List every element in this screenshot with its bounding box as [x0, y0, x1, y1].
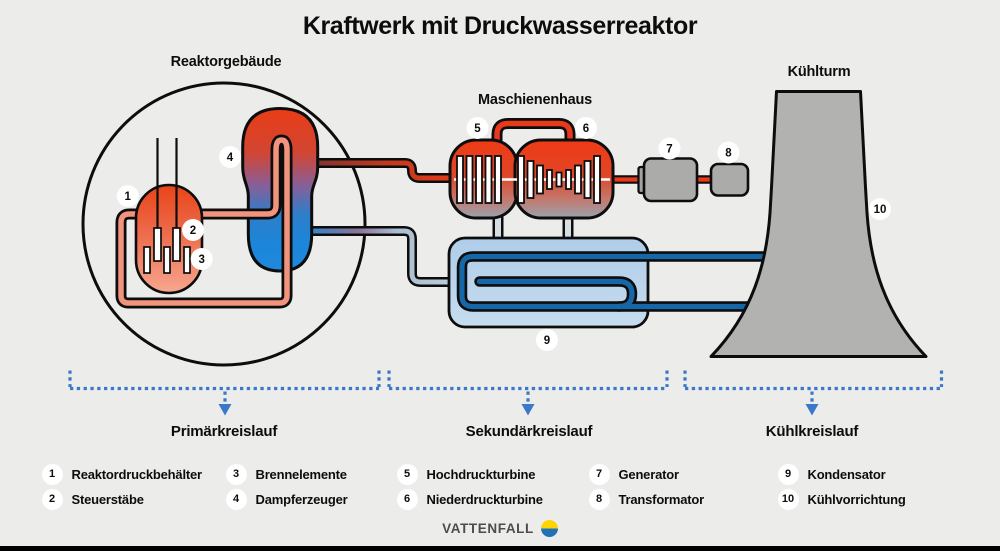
svg-text:8: 8: [725, 148, 732, 160]
legend-badge-10: 10: [777, 488, 799, 510]
legend-item-9: 9 Kondensator: [777, 463, 886, 485]
svg-text:7: 7: [666, 144, 672, 156]
control-rods: [153, 227, 181, 262]
legend-badge-8: 8: [588, 488, 610, 510]
hp-turbine-blades: [456, 155, 502, 204]
transformer: [709, 162, 750, 197]
badge-1: 1: [116, 185, 139, 207]
legend-badge-2: 2: [41, 488, 63, 510]
label-machine-house: Maschienenhaus: [477, 92, 593, 108]
legend-badge-4: 4: [225, 488, 247, 510]
legend-badge-7: 7: [588, 463, 610, 485]
badge-10: 10: [869, 198, 891, 220]
label-cooling-tower: Kühlturm: [787, 64, 851, 80]
label-reactor-building: Reaktorgebäude: [170, 54, 282, 70]
fuel-elements: [143, 246, 191, 274]
legend-item-8: 8 Transformator: [588, 488, 705, 510]
legend-item-4: 4 Dampferzeuger: [225, 488, 348, 510]
svg-text:5: 5: [474, 123, 481, 135]
badge-4: 4: [219, 146, 241, 168]
feedwater-pipe: [307, 226, 452, 287]
reactor-building-outline: [81, 81, 367, 367]
legend-item-10: 10 Kühlvorrichtung: [777, 488, 906, 510]
label-primary-circuit: Primärkreislauf: [170, 423, 278, 440]
badge-5: 5: [466, 117, 489, 139]
legend-badge-5: 5: [396, 463, 418, 485]
svg-text:2: 2: [190, 225, 196, 237]
lp-turbine-blades: [517, 155, 601, 204]
turbine-bypass-pipe: [491, 118, 576, 146]
control-rod-drives: [156, 138, 178, 230]
svg-text:3: 3: [198, 254, 204, 266]
legend-label-6: Niederdruckturbine: [426, 491, 544, 507]
legend-badge-1: 1: [41, 463, 63, 485]
label-cooling-circuit: Kühlkreislauf: [765, 423, 859, 440]
legend-label-9: Kondensator: [807, 466, 886, 482]
legend-label-3: Brennelemente: [255, 466, 348, 482]
generator: [642, 157, 699, 203]
legend-item-3: 3 Brennelemente: [225, 463, 348, 485]
legend-label-5: Hochdruckturbine: [426, 466, 536, 482]
legend-item-5: 5 Hochdruckturbine: [396, 463, 536, 485]
label-secondary-circuit: Sekundärkreislauf: [465, 423, 593, 440]
legend-item-1: 1 Reaktordruckbehälter: [41, 463, 203, 485]
footer: VATTENFALL: [0, 520, 1000, 537]
legend-label-4: Dampferzeuger: [255, 491, 348, 507]
badge-8: 8: [717, 141, 740, 164]
badge-7: 7: [658, 137, 681, 160]
vattenfall-wordmark: VATTENFALL: [442, 521, 534, 536]
legend-label-1: Reaktordruckbehälter: [71, 466, 203, 482]
page-title: Kraftwerk mit Druckwasserreaktor: [302, 12, 698, 40]
legend-badge-3: 3: [225, 463, 247, 485]
legend-item-2: 2 Steuerstäbe: [41, 488, 144, 510]
cooling-water-coil: [456, 251, 789, 312]
steam-line-pipe: [313, 158, 453, 183]
legend-badge-6: 6: [396, 488, 418, 510]
circuit-arrowheads: [218, 404, 819, 416]
badge-2: 2: [182, 219, 204, 241]
primary-loop-pipe: [115, 134, 293, 309]
legend-badge-9: 9: [777, 463, 799, 485]
vattenfall-logo-icon: [540, 520, 558, 537]
badge-9: 9: [536, 329, 558, 351]
svg-text:4: 4: [227, 152, 234, 164]
legend-label-8: Transformator: [618, 491, 705, 507]
bottom-border-bar: [0, 546, 1000, 551]
legend-item-6: 6 Niederdruckturbine: [396, 488, 544, 510]
legend-label-10: Kühlvorrichtung: [807, 491, 906, 507]
svg-text:6: 6: [583, 123, 589, 135]
svg-text:9: 9: [544, 335, 550, 347]
badge-3: 3: [190, 248, 213, 270]
legend-label-7: Generator: [618, 466, 680, 482]
legend-label-2: Steuerstäbe: [71, 491, 144, 507]
legend-item-7: 7 Generator: [588, 463, 680, 485]
svg-text:1: 1: [124, 191, 131, 203]
svg-text:10: 10: [874, 204, 887, 216]
circuit-brackets: [68, 370, 944, 404]
cooling-tower: [709, 90, 928, 358]
badge-6: 6: [575, 117, 597, 139]
